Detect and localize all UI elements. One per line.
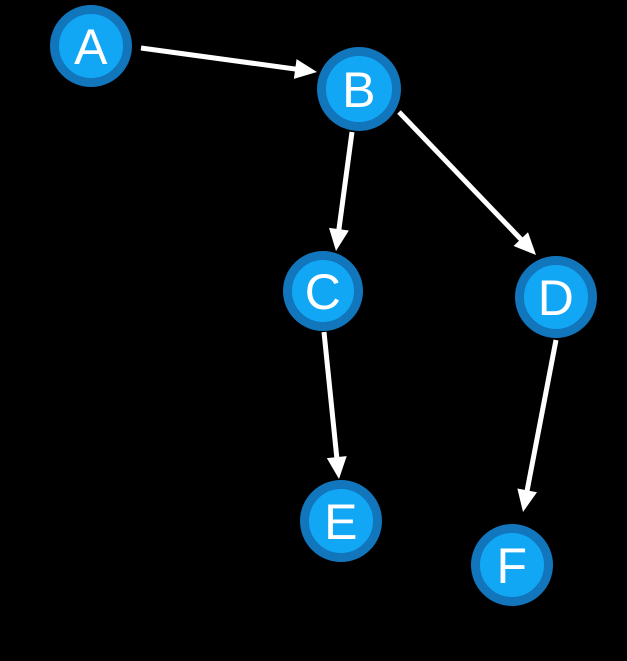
node-label: A (74, 19, 108, 75)
arrowhead-icon (329, 227, 349, 251)
node-circle (317, 47, 401, 131)
arrowhead-icon (326, 456, 347, 479)
node-circle (471, 524, 553, 606)
edges-group (140, 45, 559, 512)
edge-line (335, 131, 355, 234)
edge-line (523, 339, 559, 495)
graph-node-e[interactable]: E (300, 480, 382, 562)
node-circle (283, 251, 363, 331)
graph-node-a[interactable]: A (50, 5, 132, 87)
graph-node-b[interactable]: B (317, 47, 401, 131)
node-label: F (496, 538, 527, 594)
edge-a-b[interactable] (140, 45, 317, 79)
arrowhead-icon (293, 59, 317, 79)
edge-d-f[interactable] (517, 339, 559, 512)
node-label: C (305, 264, 342, 320)
graph-node-d[interactable]: D (515, 256, 597, 338)
node-label: B (342, 62, 376, 118)
node-circle (515, 256, 597, 338)
graph-node-c[interactable]: C (283, 251, 363, 331)
edge-b-d[interactable] (397, 110, 536, 255)
graph-node-f[interactable]: F (471, 524, 553, 606)
node-circle (300, 480, 382, 562)
edge-c-e[interactable] (321, 331, 347, 479)
edge-line (397, 110, 526, 244)
node-circle (50, 5, 132, 87)
edge-b-c[interactable] (329, 131, 355, 251)
arrowhead-icon (517, 488, 537, 512)
arrowhead-icon (513, 232, 536, 255)
edge-line (321, 331, 340, 462)
node-label: E (324, 494, 358, 550)
nodes-group: A B C D E F (50, 5, 597, 606)
edge-line (140, 45, 300, 73)
node-label: D (538, 270, 575, 326)
